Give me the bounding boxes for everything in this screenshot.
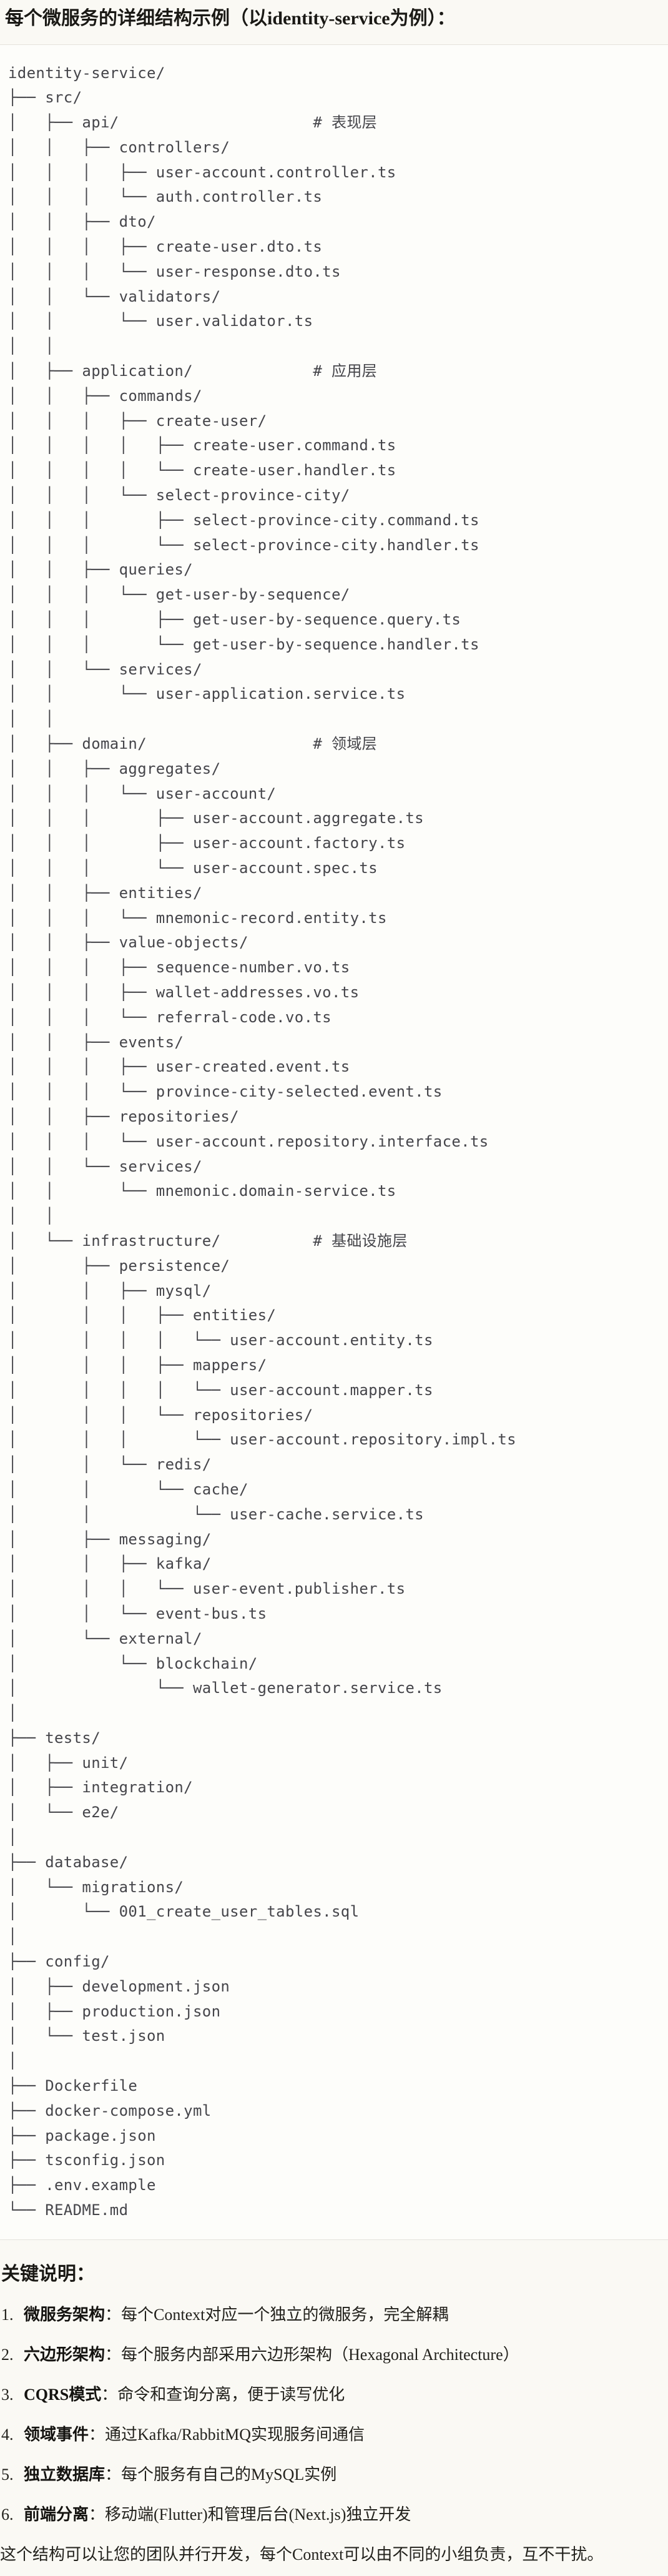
code-block: identity-service/ ├── src/ │ ├── api/ # …	[0, 44, 668, 2240]
list-item-label: 独立数据库	[24, 2465, 106, 2484]
page-title: 每个微服务的详细结构示例（以identity-service为例）：	[5, 8, 456, 29]
notes-heading: 关键说明：	[1, 2263, 95, 2284]
list-item-frontend-separation: 6. 前端分离：移动端(Flutter)和管理后台(Next.js)独立开发	[1, 2502, 668, 2527]
list-item-text: ：移动端(Flutter)和管理后台(Next.js)独立开发	[89, 2505, 411, 2524]
directory-tree: identity-service/ ├── src/ │ ├── api/ # …	[8, 64, 516, 2219]
list-item-number: 4.	[1, 2425, 14, 2444]
list-item-label: 前端分离	[24, 2505, 89, 2524]
document-page: 每个微服务的详细结构示例（以identity-service为例）： ident…	[0, 5, 668, 2567]
list-item-independent-db: 5. 独立数据库：每个服务有自己的MySQL实例	[1, 2462, 668, 2487]
list-item-label: CQRS模式	[24, 2386, 102, 2404]
list-item-number: 6.	[1, 2505, 14, 2524]
list-item-label: 领域事件	[24, 2425, 89, 2444]
list-item-text: ：每个Context对应一个独立的微服务，完全解耦	[105, 2306, 449, 2324]
list-item-text: ：通过Kafka/RabbitMQ实现服务间通信	[89, 2425, 365, 2444]
notes-list: 1. 微服务架构：每个Context对应一个独立的微服务，完全解耦 2. 六边形架构…	[0, 2302, 668, 2527]
list-item-cqrs: 3. CQRS模式：命令和查询分离，便于读写优化	[1, 2382, 668, 2407]
closing-paragraph: 这个结构可以让您的团队并行开发，每个Context可以由不同的小组负责，互不干扰…	[0, 2545, 604, 2564]
list-item-microservice: 1. 微服务架构：每个Context对应一个独立的微服务，完全解耦	[1, 2302, 668, 2327]
list-item-number: 5.	[1, 2465, 14, 2484]
list-item-hexagonal: 2. 六边形架构：每个服务内部采用六边形架构（Hexagonal Architec…	[1, 2342, 668, 2367]
list-item-domain-events: 4. 领域事件：通过Kafka/RabbitMQ实现服务间通信	[1, 2422, 668, 2447]
list-item-text: ：命令和查询分离，便于读写优化	[101, 2386, 345, 2404]
list-item-text: ：每个服务内部采用六边形架构（Hexagonal Architecture）	[105, 2346, 519, 2364]
list-item-number: 3.	[1, 2386, 14, 2404]
list-item-text: ：每个服务有自己的MySQL实例	[105, 2465, 337, 2484]
list-item-label: 微服务架构	[24, 2306, 106, 2324]
list-item-label: 六边形架构	[24, 2346, 106, 2364]
list-item-number: 2.	[1, 2346, 14, 2364]
list-item-number: 1.	[1, 2306, 14, 2324]
